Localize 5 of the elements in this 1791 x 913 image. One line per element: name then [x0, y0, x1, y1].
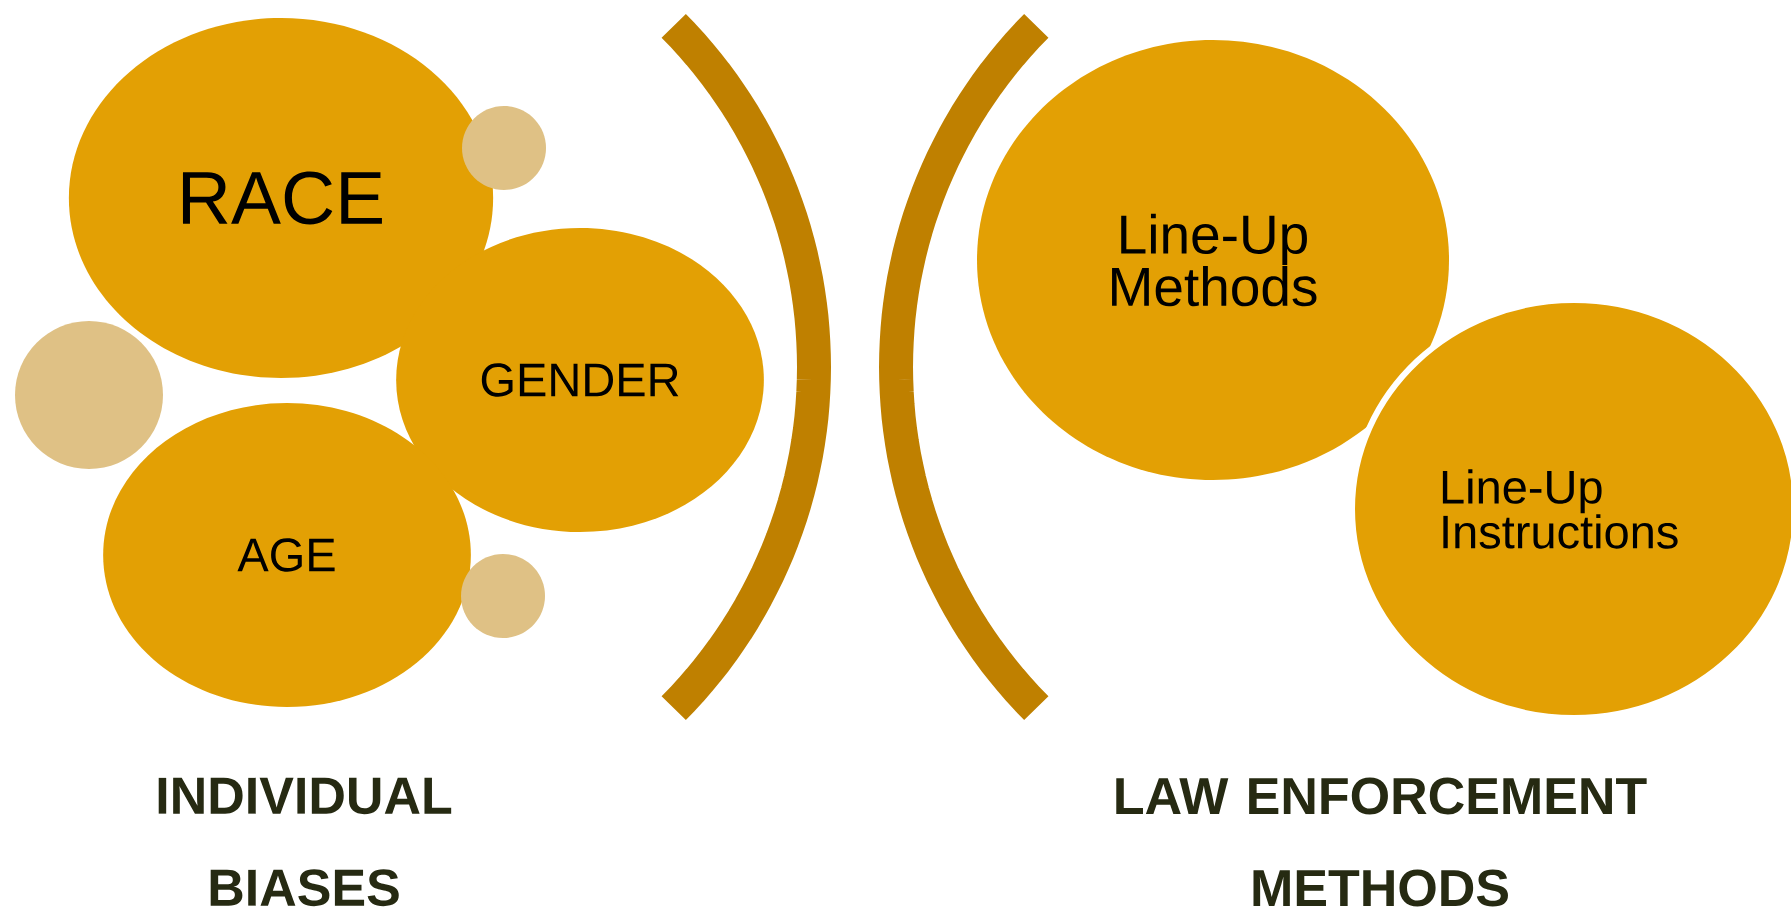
circle [462, 106, 546, 190]
circle [15, 321, 163, 469]
group-label: LAW ENFORCEMENT METHODS [1116, 777, 1647, 907]
circle [461, 554, 545, 638]
group-label: INDIVIDUAL BIASES [158, 777, 452, 907]
